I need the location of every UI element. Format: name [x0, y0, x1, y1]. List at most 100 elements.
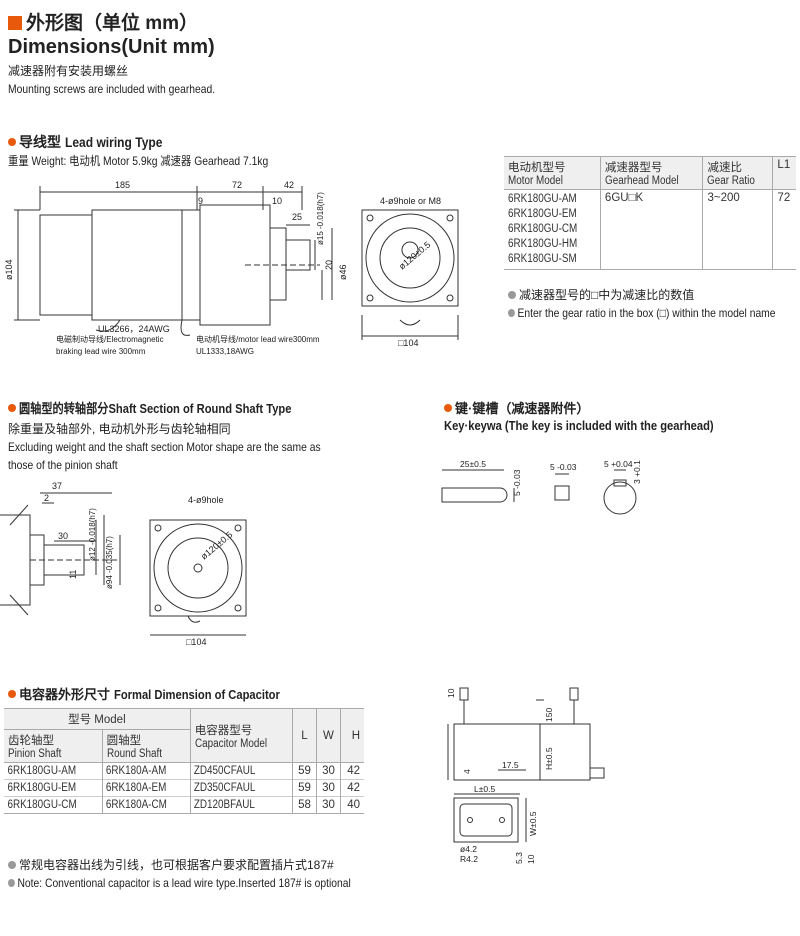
round-shaft-heading: 圆轴型的转轴部分Shaft Section of Round Shaft Typ…	[8, 398, 336, 417]
table-row: 6RK180GU-CM 6RK180A-CM ZD120BFAUL 58 30 …	[4, 796, 364, 814]
key-dim-w5: 5 -0.03	[550, 462, 577, 472]
cell-H: 40	[347, 799, 360, 811]
bullet-icon	[8, 690, 16, 698]
key-subheading: Key·keywa (The key is included with the …	[444, 418, 714, 433]
dim-72: 72	[232, 180, 242, 190]
rs-dim-37: 37	[52, 481, 62, 491]
dim-46: ø46	[338, 264, 348, 280]
cap-dim-53: 5.3	[514, 852, 524, 864]
cell-W: 30	[316, 779, 341, 797]
cell-pinion: 6RK180GU-EM	[4, 779, 89, 797]
cell-cap: ZD120BFAUL	[190, 796, 279, 814]
key-dim-d3: 3 +0.1	[632, 460, 642, 484]
lead-wiring-drawing: 185 72 42 9 10 25 ø104 ø46 20 ø15 -0.018…	[4, 180, 459, 356]
dim-20: 20	[324, 260, 334, 270]
motor-models: 6RK180GU-AM 6RK180GU-EM 6RK180GU-CM 6RK1…	[504, 189, 601, 270]
bullet-icon	[8, 861, 16, 869]
capacitor-note-en: Note: Conventional capacitor is a lead w…	[8, 876, 351, 891]
bullet-icon	[508, 291, 516, 299]
dim-square: □104	[398, 338, 418, 348]
key-drawing: 25±0.5 5 -0.03 5 -0.03 5 +0.04 3 +0.1	[441, 459, 642, 515]
rs-dim-hole: 4-ø9hole	[188, 495, 224, 505]
gearhead-model: 6GU□K	[600, 189, 704, 270]
wire-brake-en: braking lead wire 300mm	[56, 347, 146, 356]
cell-H: 42	[347, 782, 360, 794]
rs-dim-shaft: ø12 -0.018(h7)	[88, 508, 97, 561]
dim-104: ø104	[4, 259, 14, 280]
dim-10: 10	[272, 196, 282, 206]
key-dim-len: 25±0.5	[460, 459, 486, 469]
dim-pcd: ø120±0.5	[397, 239, 433, 271]
cell-pinion: 6RK180GU-CM	[4, 796, 89, 814]
cap-dim-175: 17.5	[502, 760, 519, 770]
dim-42: 42	[284, 180, 294, 190]
key-heading: 键·键槽（减速器附件）	[444, 398, 589, 417]
wire-motor-lead: 电动机导线/motor lead wire300mm	[196, 334, 320, 344]
round-shaft-line-en2: those of the pinion shaft	[8, 458, 118, 472]
cell-W: 30	[316, 796, 341, 814]
th-H: H	[351, 729, 360, 742]
bullet-icon	[8, 879, 15, 887]
cell-pinion: 6RK180GU-AM	[4, 762, 89, 780]
cell-cap: ZD350CFAUL	[190, 779, 279, 797]
rs-dim-30: 30	[58, 531, 68, 541]
bullet-icon	[8, 404, 16, 412]
dim-hole: 4-ø9hole or M8	[380, 196, 441, 206]
dim-9: 9	[198, 196, 203, 206]
round-shaft-line-cn: 除重量及轴部外, 电动机外形与齿轮轴相同	[8, 422, 231, 436]
page-title-en: Dimensions(Unit mm)	[8, 36, 215, 58]
note-en: Mounting screws are included with gearhe…	[8, 82, 216, 96]
round-shaft-drawing: 37 2 30 11 ø12 -0.018(h7) ø94 -0.035(h7)…	[0, 481, 247, 647]
th-l1: L1	[777, 159, 791, 171]
cap-dim-d42: ø4.2	[460, 844, 477, 854]
cell-L: 59	[292, 779, 317, 797]
cap-dim-W: W±0.5	[528, 811, 538, 836]
cap-dim-10: 10	[446, 688, 456, 698]
gear-ratio: 3~200	[702, 189, 774, 270]
key-dim-slot: 5 +0.04	[604, 459, 633, 469]
table-row: 6RK180GU-EM 6RK180A-EM ZD350CFAUL 59 30 …	[4, 779, 364, 797]
bullet-icon	[508, 309, 515, 317]
cap-dim-L: L±0.5	[474, 784, 495, 794]
cap-dim-150: 150	[544, 708, 554, 722]
rs-dim-pcd: ø120±0.5	[199, 529, 235, 561]
cap-dim-10b: 10	[526, 854, 536, 864]
wire-ul1333: UL1333,18AWG	[196, 347, 254, 356]
th-L: L	[292, 708, 317, 763]
capacitor-note-cn: 常规电容器出线为引线，也可根据客户要求配置插片式187#	[8, 858, 334, 873]
cell-W: 30	[316, 762, 341, 780]
cell-round: 6RK180A-EM	[102, 779, 179, 797]
cap-dim-H: H±0.5	[544, 747, 554, 770]
dim-25: 25	[292, 212, 302, 222]
capacitor-heading: 电容器外形尺寸 Formal Dimension of Capacitor	[8, 684, 307, 703]
rs-dim-spigot: ø94 -0.035(h7)	[105, 536, 114, 589]
cell-round: 6RK180A-CM	[102, 796, 179, 814]
l1-value: 72	[777, 192, 791, 204]
rs-dim-2: 2	[44, 493, 49, 503]
cell-H: 42	[347, 765, 360, 777]
rs-dim-11: 11	[68, 570, 78, 579]
bullet-icon	[444, 404, 452, 412]
wire-brake-cn: 电磁制动导线/Electromagnetic	[56, 334, 164, 344]
model-note-cn: 减速器型号的□中为减速比的数值	[508, 288, 694, 303]
cell-cap: ZD450CFAUL	[190, 762, 279, 780]
cell-L: 59	[292, 762, 317, 780]
key-dim-h5: 5 -0.03	[512, 469, 522, 496]
lead-wiring-heading: 导线型 Lead wiring Type	[8, 132, 178, 152]
weight-line: 重量 Weight: 电动机 Motor 5.9kg 减速器 Gearhead …	[8, 154, 269, 168]
cap-dim-r42: R4.2	[460, 854, 478, 864]
capacitor-drawing: 10 150 H±0.5 4 17.5 L±0.5 W±0.5 ø4.2 R4.…	[446, 687, 605, 864]
round-shaft-line-en1: Excluding weight and the shaft section M…	[8, 440, 321, 454]
cell-L: 58	[292, 796, 317, 814]
note-cn: 减速器附有安装用螺丝	[8, 64, 129, 78]
page-title-cn: 外形图（单位 mm）	[8, 8, 198, 35]
cell-round: 6RK180A-AM	[102, 762, 179, 780]
model-note-en: Enter the gear ratio in the box (□) with…	[508, 306, 776, 321]
th-model: 型号 Model	[4, 708, 191, 730]
